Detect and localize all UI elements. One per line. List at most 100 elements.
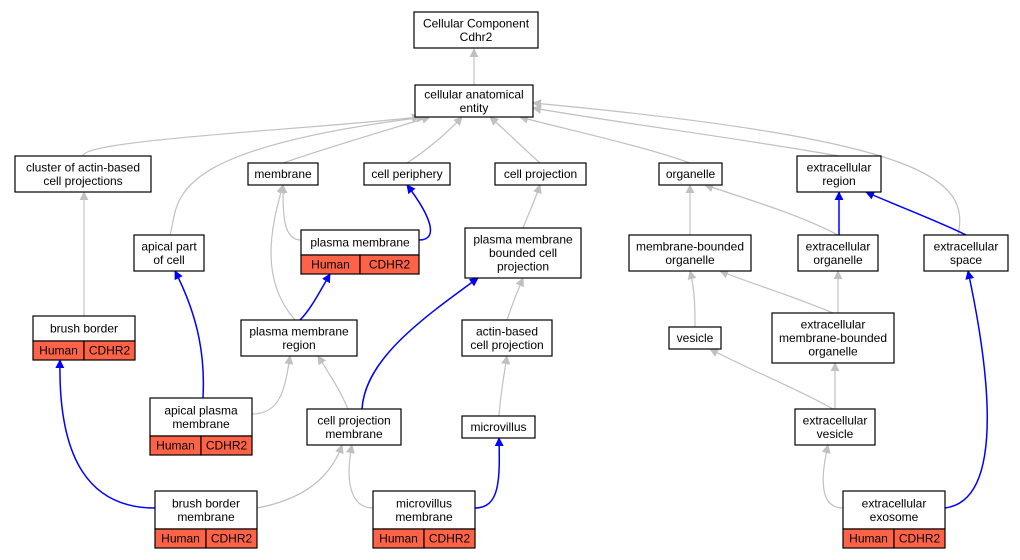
- edge-pmbcp-to-cellproj: [522, 184, 542, 229]
- edges-layer: [55, 48, 988, 509]
- node-box: [461, 415, 536, 439]
- node-label: membrane: [177, 510, 235, 524]
- node-label: membrane: [172, 417, 230, 431]
- node-box: [771, 312, 895, 364]
- node-periphery[interactable]: cell periphery: [363, 162, 451, 186]
- gene-tag-label: CDHR2: [429, 532, 471, 546]
- edge-apicalpm-to-apicalpart: [174, 270, 205, 399]
- edge-mvmem-to-cpmem: [346, 444, 374, 509]
- species-tag-label: Human: [39, 344, 78, 358]
- node-label: microvillus: [470, 420, 526, 434]
- node-label: extracellular: [806, 239, 871, 253]
- species-tag-label: Human: [161, 532, 200, 546]
- node-box: [240, 319, 358, 357]
- node-label: cell projection: [504, 167, 577, 181]
- node-box: [494, 162, 587, 186]
- edge-ecmbo-to-mbo: [719, 269, 834, 314]
- edge-bbmem-to-brushborder: [55, 359, 156, 509]
- node-box: [32, 315, 136, 342]
- node-label: membrane: [325, 427, 383, 441]
- node-label: space: [950, 253, 982, 267]
- node-box: [414, 84, 534, 118]
- edge-actinproj-to-pmbcp: [506, 277, 525, 321]
- gene-tag-label: CDHR2: [206, 439, 248, 453]
- edge-ecvesicle-to-vesicle: [709, 348, 834, 410]
- node-label: cell projections: [43, 174, 122, 188]
- node-membrane[interactable]: membrane: [247, 162, 319, 186]
- node-box: [247, 162, 319, 186]
- edge-bbmem-to-cpmem: [256, 444, 344, 509]
- node-label: plasma membrane: [310, 236, 410, 250]
- node-label: organelle: [808, 345, 858, 359]
- node-label: organelle: [665, 253, 715, 267]
- node-box: [797, 234, 879, 272]
- node-box: [300, 229, 420, 256]
- gene-tag: [83, 340, 136, 361]
- node-label: Cdhr2: [460, 30, 493, 44]
- species-tag-label: Human: [849, 532, 888, 546]
- edge-ecspace-to-cae: [532, 99, 961, 236]
- node-label: cellular anatomical: [424, 87, 523, 101]
- edge-cellproj-to-cae: [489, 116, 541, 164]
- species-tag-label: Human: [311, 258, 350, 272]
- node-label: membrane: [395, 510, 453, 524]
- node-label: Cellular Component: [423, 16, 530, 30]
- gene-tag: [893, 528, 946, 549]
- node-label: membrane: [254, 167, 312, 181]
- edge-apicalpm-to-pmregion: [251, 355, 294, 415]
- node-label: vesicle: [817, 427, 854, 441]
- node-organelle[interactable]: organelle: [658, 162, 723, 186]
- gene-tag-label: CDHR2: [89, 344, 131, 358]
- node-box: [796, 155, 882, 193]
- node-box: [668, 326, 722, 350]
- node-box: [14, 155, 152, 193]
- edge-cpmem-to-pmregion: [317, 355, 349, 410]
- node-box: [154, 490, 258, 530]
- node-label: extracellular: [934, 239, 999, 253]
- node-label: extracellular: [807, 160, 872, 174]
- edge-plasmamem-to-periphery: [406, 184, 432, 241]
- edge-exosome-to-ecvesicle: [821, 444, 844, 509]
- edge-ecregion-to-cae: [532, 104, 840, 157]
- edge-organelle-to-cae: [519, 114, 691, 164]
- node-label: brush border: [50, 322, 118, 336]
- node-vesicle[interactable]: vesicle: [668, 326, 722, 350]
- node-label: cell projection: [317, 413, 390, 427]
- node-label: vesicle: [677, 331, 714, 345]
- node-box: [372, 490, 476, 530]
- node-label: plasma membrane: [249, 324, 349, 338]
- species-tag-label: Human: [379, 532, 418, 546]
- node-label: membrane-bounded: [636, 239, 744, 253]
- node-label: cluster of actin-based: [26, 160, 140, 174]
- node-box: [923, 234, 1009, 272]
- node-box: [464, 227, 582, 279]
- node-microvillus[interactable]: microvillus: [461, 415, 536, 439]
- node-label: region: [282, 338, 315, 352]
- edge-pmregion-to-membrane: [270, 184, 296, 321]
- gene-tag: [205, 528, 258, 549]
- node-cellproj[interactable]: cell projection: [494, 162, 587, 186]
- gene-tag-label: CDHR2: [369, 258, 411, 272]
- edge-microvillus-to-actinproj: [498, 355, 511, 417]
